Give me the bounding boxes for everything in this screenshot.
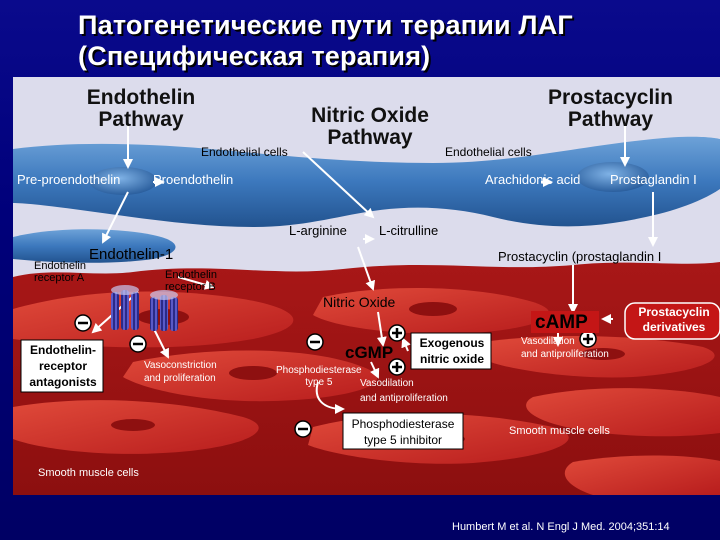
prostacyclin-prostaglandin-label: Prostacyclin (prostaglandin I bbox=[498, 249, 662, 264]
endothelial-nucleus bbox=[89, 167, 157, 195]
smooth-muscle-cell bbox=[564, 455, 720, 495]
diagram-artwork bbox=[13, 77, 720, 495]
pde5-inhibitor-box bbox=[342, 412, 464, 450]
citation: Humbert M et al. N Engl J Med. 2004;351:… bbox=[452, 521, 670, 533]
endothelin-receptor-a-label: Endothelin receptor A bbox=[34, 260, 86, 284]
pathway-diagram: Endothelin Pathway Nitric Oxide Pathway … bbox=[13, 77, 720, 495]
vasodilation-mid-label: Vasodilation and antiproliferation bbox=[360, 378, 448, 404]
exogenous-nitric-oxide-label: Exogenous nitric oxide bbox=[419, 336, 485, 366]
arachidonic-acid-label: Arachidonic acid bbox=[485, 172, 581, 187]
endothelin-receptor-b bbox=[150, 290, 178, 331]
prostacyclin-pathway-heading: Prostacyclin Pathway bbox=[548, 86, 673, 131]
endothelin-receptor-a bbox=[111, 285, 139, 330]
phosphodiesterase-type5-label: Phosphodiesterase type 5 bbox=[276, 365, 362, 388]
endothelin-pathway-heading: Endothelin Pathway bbox=[86, 86, 196, 131]
prostaglandin-label: Prostaglandin I bbox=[610, 172, 697, 187]
nitric-oxide-pathway-heading: Nitric Oxide Pathway bbox=[311, 104, 429, 149]
endothelial-nucleus bbox=[577, 162, 649, 192]
cgmp-label: cGMP bbox=[345, 343, 394, 362]
smooth-muscle-nucleus bbox=[229, 366, 277, 380]
plus-icon bbox=[388, 324, 406, 342]
smooth-muscle-cell bbox=[526, 388, 720, 437]
minus-icon bbox=[129, 335, 147, 353]
endothelial-cell bbox=[13, 229, 176, 263]
title-line-1: Патогенетические пути терапии ЛАГ bbox=[78, 10, 573, 40]
l-citrulline-label: L-citrulline bbox=[379, 223, 439, 238]
nitric-oxide-label: Nitric Oxide bbox=[323, 294, 396, 310]
smooth-muscle-cells-left-label: Smooth muscle cells bbox=[38, 467, 139, 479]
endothelin-receptor-antagonists-label: Endothelin- receptor antagonists bbox=[29, 343, 97, 389]
camp-box bbox=[531, 311, 599, 333]
endothelin-1-label: Endothelin-1 bbox=[89, 246, 174, 263]
vasoconstriction-label: Vasoconstriction and proliferation bbox=[144, 360, 217, 384]
endothelial-cells-label-right: Endothelial cells bbox=[445, 145, 532, 159]
plus-icon bbox=[388, 358, 406, 376]
proendothelin-label: Proendothelin bbox=[153, 172, 234, 187]
pde5-inhibitor-label: Phosphodiesterase type 5 inhibitor bbox=[351, 417, 455, 447]
l-arginine-label: L-arginine bbox=[289, 223, 347, 238]
pathway-arrows bbox=[91, 125, 658, 414]
exogenous-no-box bbox=[410, 332, 492, 370]
slide-title: Патогенетические пути терапии ЛАГ (Специ… bbox=[78, 10, 678, 72]
endothelial-cell-layer bbox=[13, 136, 720, 227]
prostacyclin-derivatives-label: Prostacyclin derivatives bbox=[638, 305, 710, 334]
endothelial-cells-label-left: Endothelial cells bbox=[201, 145, 288, 159]
title-line-2: (Специфическая терапия) bbox=[78, 41, 431, 71]
smooth-muscle-nucleus bbox=[111, 419, 155, 431]
prostacyclin-derivatives-box bbox=[624, 302, 720, 340]
smooth-muscle-nucleus bbox=[581, 348, 625, 360]
camp-label: cAMP bbox=[535, 312, 588, 333]
pre-proendothelin-label: Pre-proendothelin bbox=[17, 172, 121, 187]
minus-icon bbox=[74, 314, 92, 332]
smooth-muscle-nucleus bbox=[409, 302, 457, 316]
minus-icon bbox=[294, 420, 312, 438]
smooth-muscle-cells-right-label: Smooth muscle cells bbox=[509, 425, 610, 437]
endothelin-receptor-b-label: Endothelin receptor B bbox=[165, 269, 217, 293]
antagonists-box bbox=[20, 339, 104, 393]
minus-icon bbox=[306, 333, 324, 351]
vasodilation-right-label: Vasodilation and antiproliferation bbox=[521, 336, 609, 360]
